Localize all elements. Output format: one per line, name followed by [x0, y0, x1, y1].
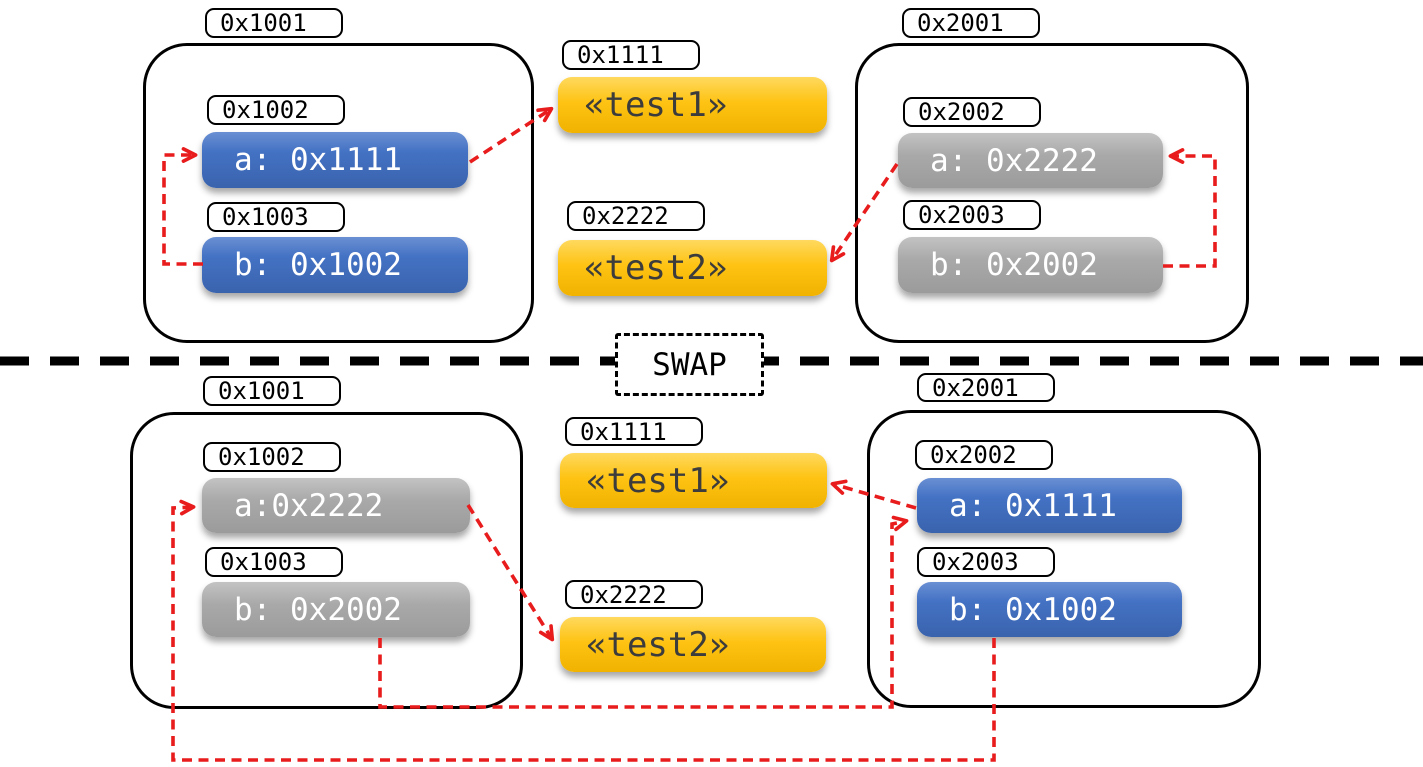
address-text: 0x1001 — [220, 9, 307, 37]
slot-value: b: 0x1002 — [949, 591, 1117, 628]
slot-value: a: 0x2222 — [930, 142, 1098, 179]
slot-address-tag: 0x2003 — [917, 547, 1055, 577]
slot-address-tag: 0x2002 — [915, 440, 1053, 470]
address-text: 0x2003 — [932, 548, 1019, 576]
address-text: 0x1111 — [580, 417, 667, 446]
heap-address-tag: 0x1111 — [565, 417, 703, 446]
address-text: 0x1003 — [220, 548, 307, 576]
address-text: 0x1003 — [222, 203, 309, 231]
heap-object-test2: «test2» — [560, 617, 826, 672]
address-text: 0x2001 — [917, 9, 1004, 37]
variable-slot-a: a: 0x2222 — [898, 133, 1163, 188]
address-text: 0x2222 — [580, 580, 667, 609]
heap-object-test1: «test1» — [560, 453, 827, 508]
address-text: 0x2003 — [918, 201, 1005, 229]
slot-address-tag: 0x1002 — [207, 95, 345, 125]
variable-slot-b: b: 0x1002 — [917, 582, 1182, 637]
slot-address-tag: 0x1003 — [205, 547, 343, 577]
frame-address-tag: 0x2001 — [902, 8, 1040, 38]
address-text: 0x2001 — [932, 373, 1019, 402]
address-text: 0x1002 — [222, 96, 309, 124]
variable-slot-b: b: 0x2002 — [898, 237, 1163, 293]
object-label: «test1» — [584, 85, 728, 125]
slot-value: b: 0x2002 — [930, 247, 1098, 283]
variable-slot-a: a: 0x1111 — [917, 478, 1182, 533]
object-label: «test2» — [586, 624, 730, 665]
heap-address-tag: 0x2222 — [567, 201, 705, 231]
address-text: 0x2002 — [918, 98, 1005, 126]
heap-address-tag: 0x1111 — [562, 40, 700, 70]
variable-slot-b: b: 0x2002 — [202, 582, 470, 637]
slot-value: a: 0x1111 — [234, 142, 402, 178]
heap-object-test2: «test2» — [558, 240, 827, 296]
swap-label-box: SWAP — [615, 333, 764, 396]
top-left-frame — [143, 43, 534, 343]
variable-slot-a: a: 0x1111 — [202, 132, 468, 188]
swap-label: SWAP — [652, 346, 727, 383]
variable-slot-a: a:0x2222 — [202, 478, 470, 533]
address-text: 0x1111 — [577, 41, 664, 69]
heap-address-tag: 0x2222 — [565, 580, 703, 609]
frame-address-tag: 0x1001 — [203, 376, 341, 406]
slot-address-tag: 0x1002 — [203, 442, 341, 472]
variable-slot-b: b: 0x1002 — [202, 237, 468, 293]
slot-address-tag: 0x2003 — [903, 200, 1041, 230]
slot-value: a:0x2222 — [234, 487, 384, 524]
slot-value: b: 0x1002 — [234, 247, 402, 283]
object-label: «test2» — [584, 248, 728, 288]
object-label: «test1» — [586, 460, 730, 501]
top-right-frame — [855, 43, 1249, 343]
slot-address-tag: 0x2002 — [903, 97, 1041, 127]
slot-address-tag: 0x1003 — [207, 202, 345, 232]
address-text: 0x1001 — [218, 377, 305, 405]
address-text: 0x1002 — [218, 443, 305, 471]
frame-address-tag: 0x1001 — [205, 8, 343, 38]
address-text: 0x2002 — [930, 441, 1017, 469]
heap-object-test1: «test1» — [558, 77, 827, 133]
address-text: 0x2222 — [582, 202, 669, 230]
slot-value: b: 0x2002 — [234, 591, 402, 628]
frame-address-tag: 0x2001 — [917, 373, 1055, 402]
slot-value: a: 0x1111 — [949, 487, 1117, 524]
